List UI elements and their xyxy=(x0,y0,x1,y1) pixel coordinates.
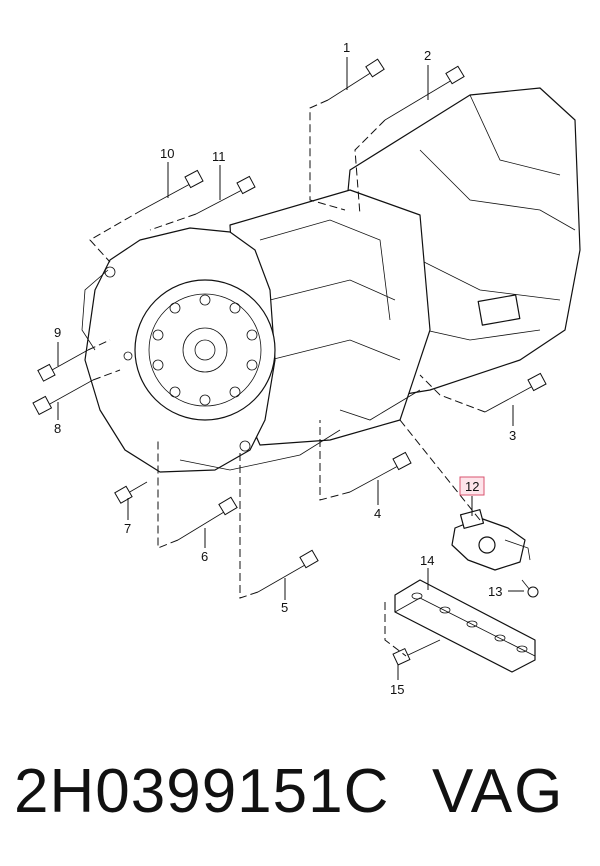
exploded-parts-diagram: 1 2 3 4 5 6 7 8 9 10 11 12 13 14 15 xyxy=(32,40,581,697)
callout-1: 1 xyxy=(343,40,350,55)
callout-5: 5 xyxy=(281,600,288,615)
bolt-6 xyxy=(177,496,238,541)
callout-4: 4 xyxy=(374,506,381,521)
leader-lines xyxy=(57,57,524,680)
callout-6: 6 xyxy=(201,549,208,564)
crossmember-bracket xyxy=(394,579,536,673)
bolt-15 xyxy=(392,639,441,666)
bolt-4 xyxy=(349,451,412,493)
callout-9: 9 xyxy=(54,325,61,340)
callout-7: 7 xyxy=(124,521,131,536)
callout-11: 11 xyxy=(212,149,226,164)
callout-15: 15 xyxy=(390,682,404,697)
callout-12: 12 xyxy=(465,479,479,494)
bolt-13 xyxy=(521,579,539,598)
bolt-1 xyxy=(327,58,385,101)
callout-labels: 1 2 3 4 5 6 7 8 9 10 11 12 13 14 15 xyxy=(54,40,516,697)
brand-label: VAG xyxy=(432,757,565,826)
bolt-2 xyxy=(384,65,465,121)
bolt-11 xyxy=(195,175,256,215)
part-number-label: 2H0399151C xyxy=(14,757,390,826)
callout-14: 14 xyxy=(420,553,434,568)
callout-13: 13 xyxy=(488,584,502,599)
bolt-9 xyxy=(37,349,89,382)
callout-2: 2 xyxy=(424,48,431,63)
assembly-dashed-lines xyxy=(87,99,486,657)
callout-10: 10 xyxy=(160,146,174,161)
bolt-7 xyxy=(114,481,148,504)
bolt-8 xyxy=(32,379,94,416)
transmission-housing xyxy=(81,87,581,473)
bolt-5 xyxy=(257,549,319,593)
bolt-10 xyxy=(141,169,204,211)
callout-3: 3 xyxy=(509,428,516,443)
callout-8: 8 xyxy=(54,421,61,436)
caption-bar: 2H0399151C VAG xyxy=(0,752,600,832)
bolt-3 xyxy=(484,372,547,413)
transmission-mount xyxy=(451,509,531,571)
callout-12-highlight xyxy=(459,476,485,496)
